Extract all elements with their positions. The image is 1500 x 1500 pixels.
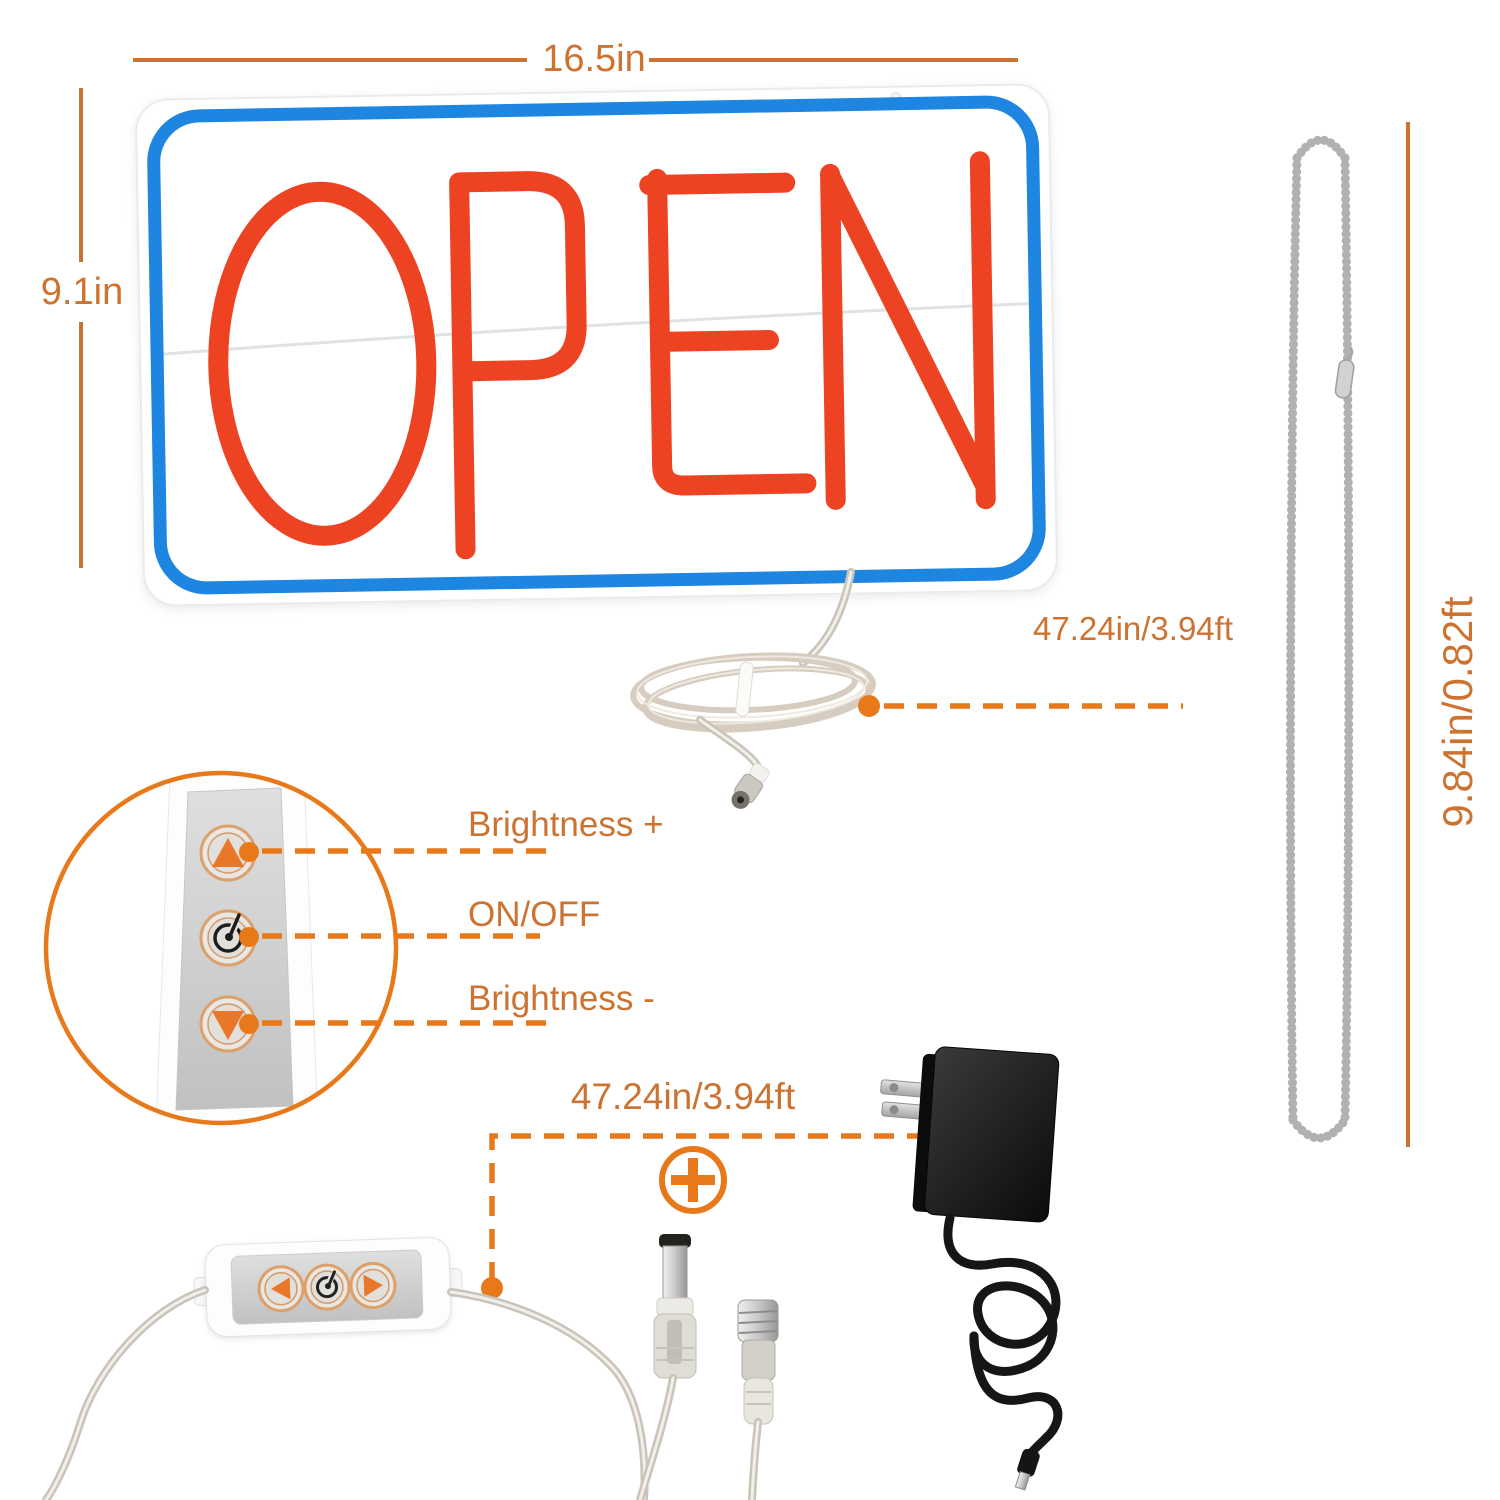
adapter-cord <box>943 1213 1063 1491</box>
dc-jack <box>731 762 770 809</box>
blue-neon-border <box>147 95 1046 595</box>
controller-callout <box>43 770 549 1126</box>
adapter-cable-leader <box>481 1123 954 1299</box>
controller-power-button <box>303 1263 351 1311</box>
cable-tie <box>735 661 754 717</box>
dc-female-connector <box>737 1299 779 1500</box>
hanging-wire <box>153 301 1039 357</box>
dc-male-connector <box>636 1234 697 1500</box>
on-off-label: ON/OFF <box>468 895 601 934</box>
adapter-cable-length-label: 47.24in/3.94ft <box>570 1076 796 1117</box>
power-button <box>199 909 257 967</box>
letter-e <box>639 168 817 496</box>
power-icon <box>316 1270 339 1299</box>
brightness-up-button <box>199 824 257 882</box>
brightness-down-button <box>199 995 257 1053</box>
brightness-down-label: Brightness - <box>468 979 655 1018</box>
open-sign-letters <box>208 151 996 560</box>
triangle-left-icon <box>271 1277 291 1300</box>
sign-cable-length-label: 47.24in/3.94ft <box>1033 610 1233 647</box>
chain-length-label: 9.84in/0.82ft <box>1434 596 1481 828</box>
sign-height-label: 9.1in <box>40 271 124 313</box>
letter-n <box>820 151 996 510</box>
bead-chain <box>1285 135 1355 1143</box>
sign-width-label: 16.5in <box>542 38 646 80</box>
brightness-up-label: Brightness + <box>468 805 664 844</box>
controller-left-button <box>257 1265 305 1313</box>
letter-o <box>208 181 437 546</box>
triangle-up-icon <box>212 838 244 867</box>
chain-clasp <box>1334 346 1355 399</box>
cord-dc-plug <box>1014 1448 1040 1491</box>
inline-controller <box>193 1237 463 1338</box>
magnifier-ring <box>43 770 399 1126</box>
power-adapter <box>880 1046 1063 1491</box>
open-sign <box>135 83 1058 607</box>
letter-p <box>449 171 587 560</box>
triangle-down-icon <box>212 1011 244 1040</box>
sign-cable-leader <box>858 695 1183 717</box>
controller-cables <box>42 1286 649 1500</box>
sign-cable-coil <box>630 568 876 809</box>
plus-icon <box>659 1146 727 1214</box>
controller-right-button <box>349 1261 397 1309</box>
triangle-right-icon <box>363 1274 383 1297</box>
